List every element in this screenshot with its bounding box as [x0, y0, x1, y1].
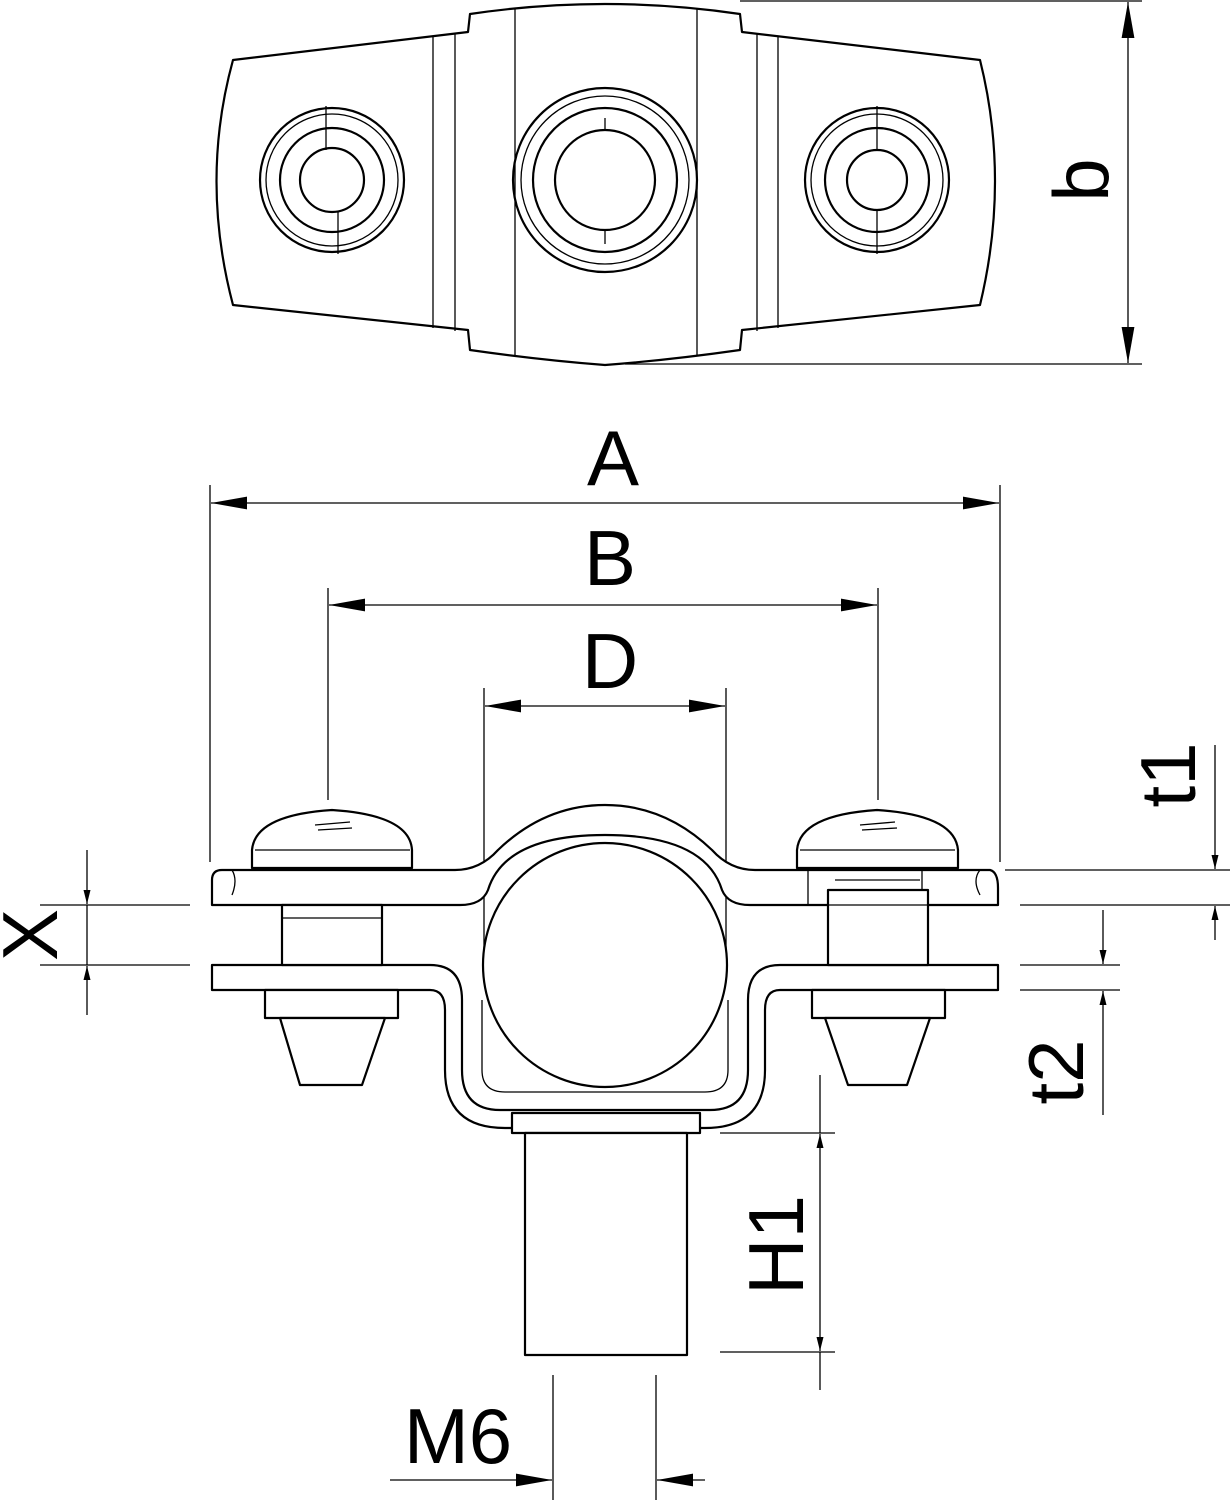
upper-clamp [210, 803, 1000, 907]
lower-clamp [210, 963, 1000, 1130]
dimension-label-t1: t1 [1124, 742, 1212, 807]
top-view: b [215, 0, 1142, 367]
dimension-label-b: b [1037, 158, 1125, 201]
dimension-label-t2: t2 [1012, 1039, 1100, 1104]
screw-left [250, 808, 414, 1087]
hole-left [258, 106, 406, 254]
dimension-label-H1: H1 [732, 1195, 820, 1295]
dimension-label-A: A [587, 414, 639, 502]
hole-right [803, 106, 951, 254]
threaded-rod-M6 [523, 1131, 689, 1357]
top-view-outline [215, 2, 997, 367]
dimension-label-D: D [582, 617, 638, 705]
dimension-label-M6: M6 [404, 1392, 512, 1480]
threaded-nipple-collar [510, 1111, 702, 1135]
screw-right [795, 808, 960, 1087]
pipe [481, 841, 729, 1089]
side-view: A B D [0, 414, 1230, 1500]
dimension-label-X: X [0, 909, 74, 961]
hole-center [511, 86, 699, 274]
dimension-label-B: B [584, 514, 636, 602]
